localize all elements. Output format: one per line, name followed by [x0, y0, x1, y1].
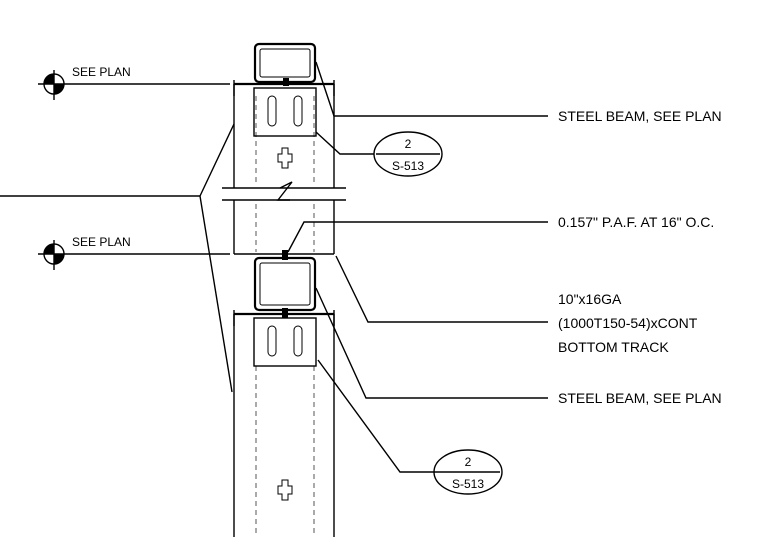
note-track-line2: (1000T150-54)xCONT — [558, 315, 698, 331]
callout-lower-sheet: S-513 — [452, 477, 484, 491]
leader-bottom-track — [335, 255, 548, 323]
detail-callout-upper[interactable]: 2 S-513 — [373, 131, 443, 177]
see-plan-label-top: SEE PLAN — [72, 65, 131, 79]
bottom-track-upper — [253, 87, 317, 169]
leader-callout-upper — [315, 131, 374, 155]
callout-upper-number: 2 — [405, 137, 412, 151]
note-paf: 0.157" P.A.F. AT 16" O.C. — [558, 214, 714, 230]
elevation-marker-top: SEE PLAN — [38, 65, 230, 100]
see-plan-label-bottom: SEE PLAN — [72, 235, 131, 249]
break-line — [222, 181, 346, 201]
elevation-marker-bottom: SEE PLAN — [38, 235, 230, 270]
callout-lower-number: 2 — [465, 455, 472, 469]
leader-steel-beam-top — [315, 61, 548, 117]
note-steel-beam-top: STEEL BEAM, SEE PLAN — [558, 108, 722, 124]
note-track-line3: BOTTOM TRACK — [558, 339, 669, 355]
note-track-line1: 10"x16GA — [558, 291, 622, 307]
leader-paf — [287, 221, 548, 253]
centerlines — [255, 96, 315, 537]
steel-beam-upper — [253, 42, 317, 86]
bottom-track-lower — [253, 317, 317, 501]
steel-beam-lower — [253, 250, 317, 318]
callout-upper-sheet: S-513 — [392, 159, 424, 173]
note-steel-beam-bottom: STEEL BEAM, SEE PLAN — [558, 390, 722, 406]
left-leader — [0, 123, 235, 393]
leader-steel-beam-bottom — [315, 287, 548, 399]
leader-callout-lower — [317, 359, 436, 473]
detail-callout-lower[interactable]: 2 S-513 — [433, 449, 503, 495]
